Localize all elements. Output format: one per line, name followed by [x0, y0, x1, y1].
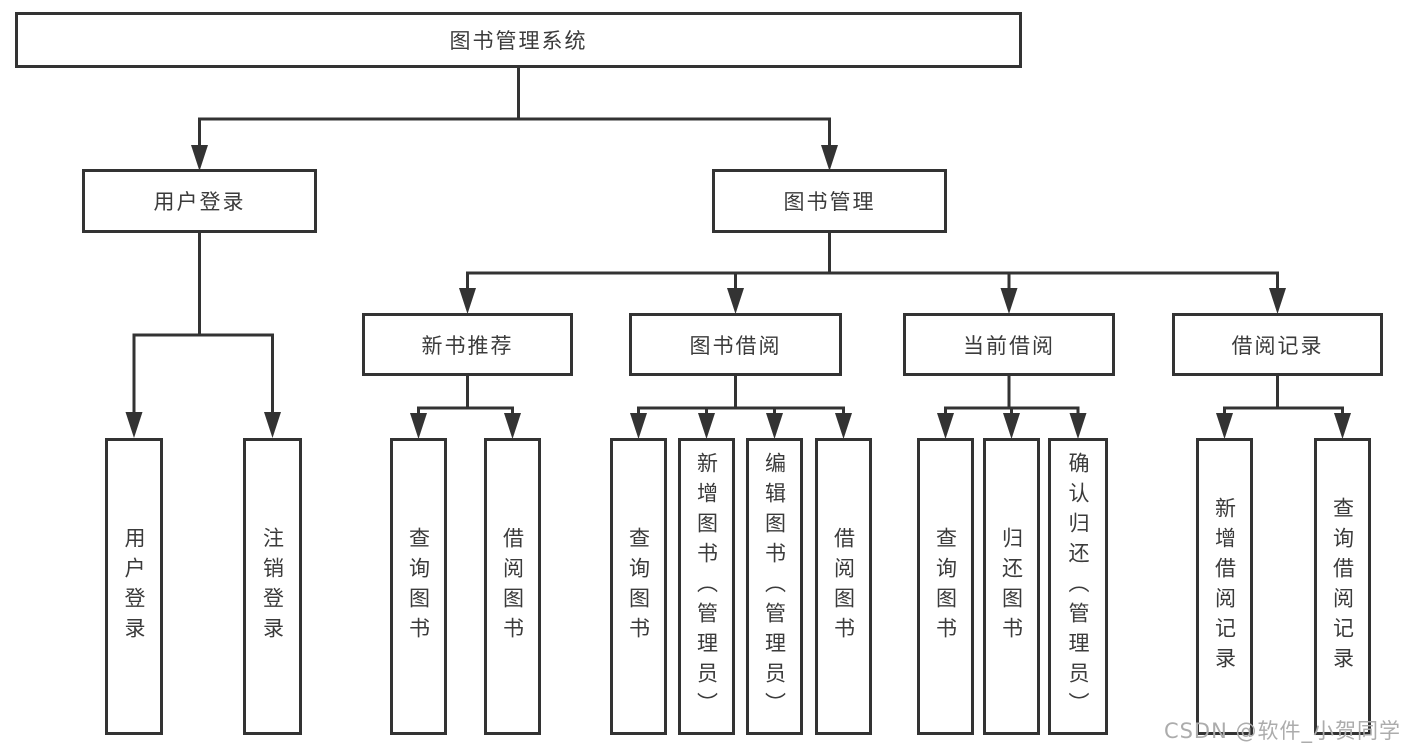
leaf-edit-book-admin: 编辑图书（管理员）: [746, 438, 803, 735]
leaf-borrow-book: 借阅图书: [815, 438, 872, 735]
node-user-login: 用户登录: [82, 169, 317, 233]
node-root: 图书管理系统: [15, 12, 1022, 68]
node-book-borrow: 图书借阅: [629, 313, 842, 376]
node-current-borrow: 当前借阅: [903, 313, 1115, 376]
node-new-book-recommend: 新书推荐: [362, 313, 573, 376]
leaf-borrow-book-recommend: 借阅图书: [484, 438, 541, 735]
leaf-user-login: 用户登录: [105, 438, 163, 735]
node-borrow-records: 借阅记录: [1172, 313, 1383, 376]
node-book-management: 图书管理: [712, 169, 947, 233]
arrowheads: [125, 145, 1351, 439]
leaf-return-book: 归还图书: [983, 438, 1040, 735]
leaf-query-book-current: 查询图书: [917, 438, 974, 735]
leaf-query-book-recommend: 查询图书: [390, 438, 447, 735]
leaf-add-book-admin: 新增图书（管理员）: [678, 438, 735, 735]
leaf-query-book-borrow: 查询图书: [610, 438, 667, 735]
csdn-watermark: CSDN @软件_小贺同学: [1163, 719, 1401, 743]
leaf-confirm-return-admin: 确认归还（管理员）: [1048, 438, 1108, 735]
leaf-add-borrow-record: 新增借阅记录: [1196, 438, 1253, 735]
leaf-query-borrow-record: 查询借阅记录: [1314, 438, 1371, 735]
leaf-logout: 注销登录: [243, 438, 302, 735]
